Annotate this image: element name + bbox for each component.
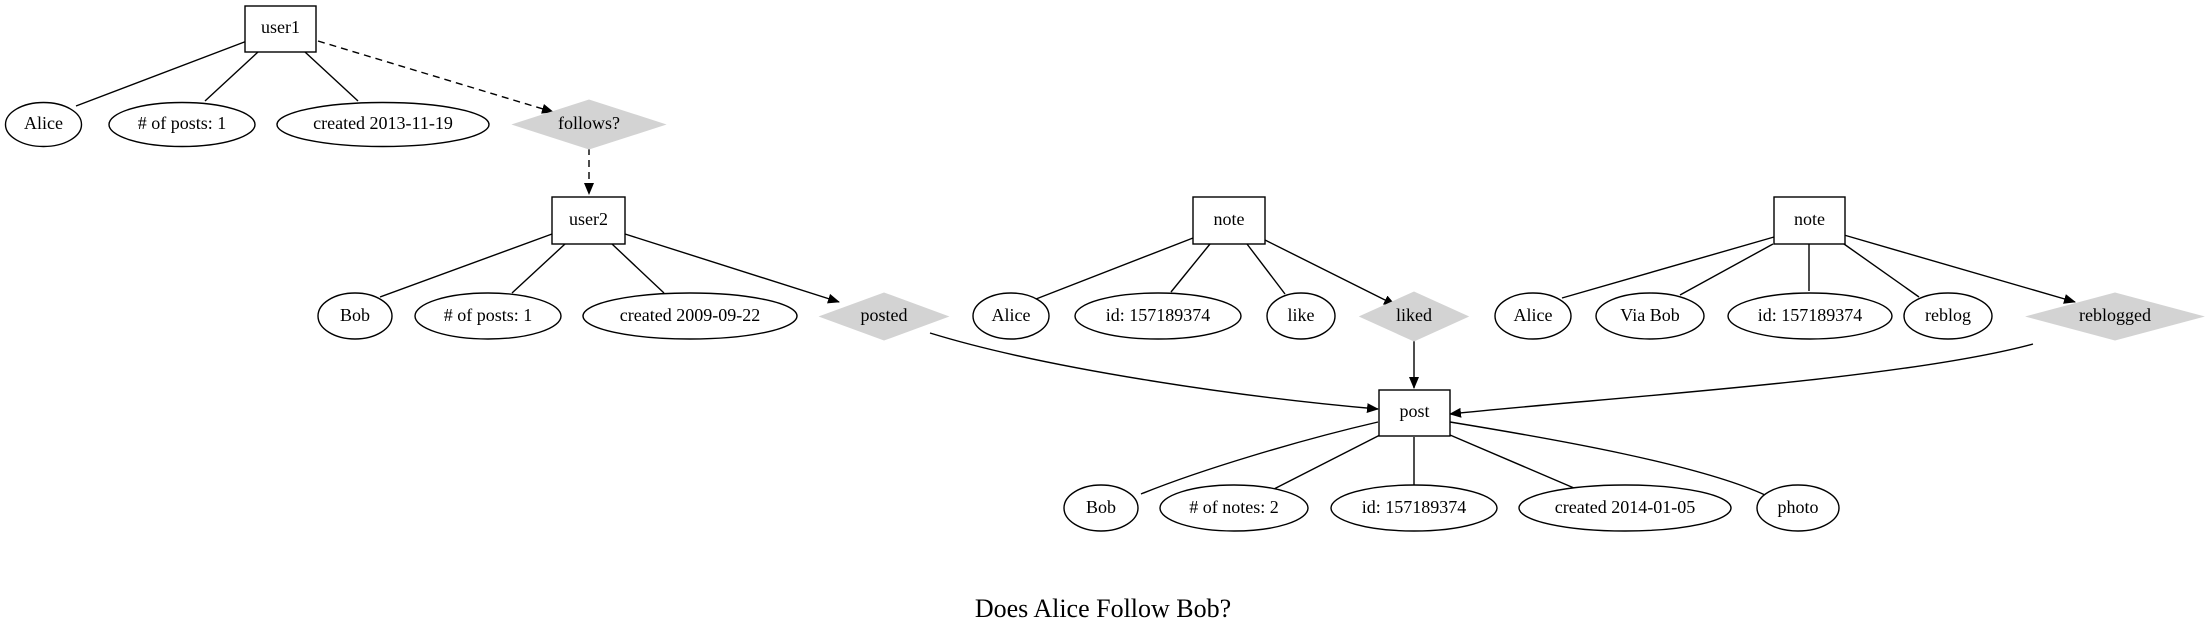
edge-post-type [1449,421,1766,496]
edge-user1-created [304,51,359,102]
edge-post-notes [1271,434,1381,491]
node-posted-label: posted [861,305,908,325]
node-note1-id: id: 157189374 [1074,292,1242,340]
node-posted: posted [818,292,950,341]
node-user2-posts: # of posts: 1 [414,292,562,340]
edge-user1-follows [317,40,554,114]
node-user1-posts-label: # of posts: 1 [138,113,227,133]
edge-post-created [1449,434,1582,492]
node-liked: liked [1358,291,1470,342]
node-user2-posts-label: # of posts: 1 [444,305,533,325]
node-note2-type-label: reblog [1925,305,1971,325]
node-user2-label: user2 [569,209,608,229]
node-liked-label: liked [1396,305,1432,325]
node-note2-label: note [1794,209,1825,229]
node-reblogged: reblogged [2025,292,2205,341]
diagram-caption: Does Alice Follow Bob? [975,594,1231,623]
node-post-notes-label: # of notes: 2 [1189,497,1279,517]
edge-user1-posts [204,51,259,102]
node-note2-id-label: id: 157189374 [1758,305,1863,325]
node-user1-name: Alice [4,101,83,148]
edge-note1-id [1170,243,1211,293]
node-post-id-label: id: 157189374 [1362,497,1467,517]
edge-note2-alice [1561,236,1775,299]
edge-reblogged-post [1449,343,2034,418]
node-note1-name: Alice [972,292,1050,340]
node-user2-name-label: Bob [340,305,370,325]
edge-user1-alice [75,40,248,107]
edge-user2-posted [624,233,840,304]
node-user1-posts: # of posts: 1 [108,101,256,148]
node-post-label: post [1399,401,1429,421]
node-post-author-label: Bob [1086,497,1116,517]
node-post-id: id: 157189374 [1330,484,1498,532]
node-note2: note [1773,196,1846,245]
edge-note1-alice [1035,237,1194,300]
node-follows-label: follows? [558,113,620,133]
node-user1: user1 [244,5,317,53]
node-post-author: Bob [1063,484,1139,532]
edge-note2-type [1843,243,1920,298]
node-user2-created: created 2009-09-22 [582,292,798,340]
edge-user2-posts [511,243,566,294]
node-note2-id: id: 157189374 [1727,292,1893,340]
edges [75,40,2076,496]
node-user2-name: Bob [317,292,393,340]
node-post-notes: # of notes: 2 [1159,484,1309,532]
node-user2: user2 [551,196,626,245]
node-user1-name-label: Alice [24,113,63,133]
node-user1-created: created 2013-11-19 [276,101,490,148]
node-post-created-label: created 2014-01-05 [1555,497,1695,517]
node-post-type-label: photo [1777,497,1818,517]
edge-posted-post [929,332,1379,414]
edge-note2-via [1679,243,1774,296]
node-note2-via-label: Via Bob [1620,305,1679,325]
edge-user2-bob [379,233,553,298]
edge-post-bob [1140,421,1379,495]
node-note2-name: Alice [1494,292,1572,340]
node-user2-created-label: created 2009-09-22 [620,305,760,325]
node-note1-type-label: like [1288,305,1315,325]
node-note2-name-label: Alice [1514,305,1553,325]
node-note1-label: note [1214,209,1245,229]
node-post-type: photo [1756,484,1840,532]
edge-user2-created [611,243,665,294]
node-user1-created-label: created 2013-11-19 [313,113,453,133]
edge-note2-reblogged [1843,234,2076,304]
node-follows: follows? [511,99,667,150]
edge-note1-type [1246,243,1286,295]
node-note2-via: Via Bob [1595,292,1705,340]
node-user1-label: user1 [261,17,300,37]
node-post-created: created 2014-01-05 [1518,484,1732,532]
node-note1-type: like [1266,292,1336,340]
node-note2-type: reblog [1903,292,1993,340]
edge-note1-liked [1264,239,1396,306]
node-reblogged-label: reblogged [2079,305,2151,325]
node-note1: note [1192,196,1266,245]
node-note1-name-label: Alice [992,305,1031,325]
node-note1-id-label: id: 157189374 [1106,305,1211,325]
node-post: post [1378,389,1451,437]
